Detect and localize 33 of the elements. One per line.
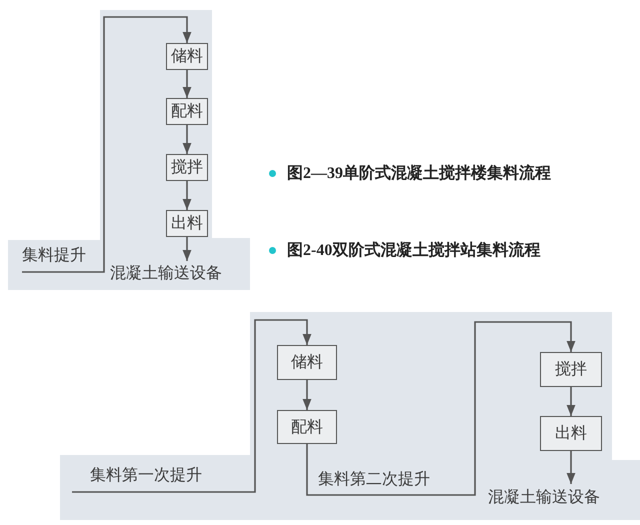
process-box xyxy=(277,410,337,444)
process-box xyxy=(277,345,337,380)
flow-arrow xyxy=(306,321,576,496)
process-box xyxy=(166,43,208,70)
box-label: 搅拌 xyxy=(171,157,203,178)
flow-arrow xyxy=(72,319,312,493)
box-label: 配料 xyxy=(291,416,323,438)
flow-arrow xyxy=(182,125,192,154)
process-box xyxy=(166,98,208,125)
box-label: 出料 xyxy=(555,423,587,444)
process-box xyxy=(166,210,208,237)
flow-arrow xyxy=(22,16,192,273)
flow-arrow xyxy=(302,380,312,410)
output-label: 混凝土输送设备 xyxy=(488,484,638,510)
flow-arrow xyxy=(566,387,576,416)
flow-arrow xyxy=(566,451,576,484)
box-label: 搅拌 xyxy=(555,359,587,380)
process-box xyxy=(540,416,602,451)
box-label: 储料 xyxy=(171,46,203,67)
flow-arrow xyxy=(182,237,192,261)
box-label: 配料 xyxy=(171,101,203,122)
edge-label: 集料第一次提升 xyxy=(90,466,202,484)
edge-label: 集料第二次提升 xyxy=(318,470,430,488)
edge-label: 集料提升 xyxy=(22,246,86,264)
flow-arrow xyxy=(182,70,192,98)
process-box xyxy=(166,154,208,181)
output-label: 混凝土输送设备 xyxy=(110,261,250,285)
box-label: 储料 xyxy=(291,352,323,373)
figure-caption: 图2-40双阶式混凝土搅拌站集料流程 xyxy=(287,240,540,261)
box-label: 出料 xyxy=(171,213,203,234)
flow-arrow xyxy=(182,181,192,210)
process-box xyxy=(540,352,602,387)
figure-caption: 图2—39单阶式混凝土搅拌楼集料流程 xyxy=(287,163,551,184)
